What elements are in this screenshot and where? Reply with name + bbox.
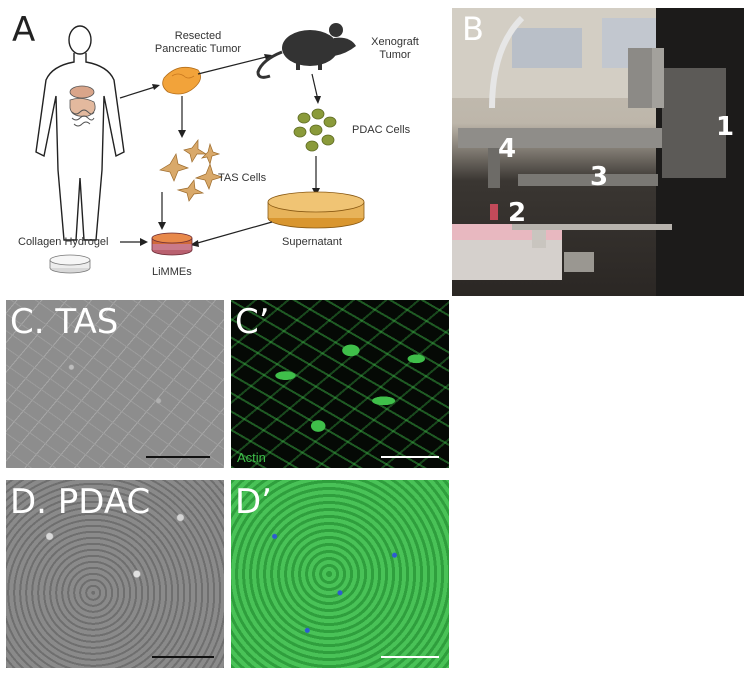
tas-cells-icon: [159, 138, 224, 202]
panel-d2-micrograph: D’: [231, 480, 449, 668]
panel-c2-label: C’: [235, 302, 270, 342]
pancreatic-tumor-icon: [162, 66, 201, 95]
label-pdac-cells: PDAC Cells: [352, 124, 411, 136]
scale-bar: [152, 656, 214, 658]
marker-1: 1: [716, 112, 735, 142]
panel-b-label: B: [462, 10, 484, 48]
panel-d-micrograph: D. PDAC: [6, 480, 224, 668]
panel-c-label: C. TAS: [10, 302, 119, 342]
panel-c-micrograph: C. TAS: [6, 300, 224, 468]
actin-stain-label: Actin: [237, 450, 266, 465]
marker-3: 3: [590, 162, 609, 192]
panel-d2-label: D’: [235, 482, 272, 522]
scale-bar: [381, 456, 439, 458]
collagen-hydrogel-icon: [49, 254, 91, 274]
panel-d-label: D. PDAC: [10, 482, 151, 522]
label-xenograft: Xenograft Tumor: [371, 36, 419, 61]
limmes-well-icon: [151, 232, 193, 256]
marker-2: 2: [508, 198, 527, 228]
panel-a: A: [0, 0, 440, 295]
organs-icon: [69, 85, 96, 127]
label-collagen: Collagen Hydrogel: [18, 236, 109, 248]
label-limmes: LiMMEs: [152, 266, 192, 278]
label-tas-cells: TAS Cells: [218, 172, 267, 184]
human-figure-icon: [35, 25, 125, 241]
panel-a-label: A: [12, 10, 36, 50]
mouse-icon: [256, 23, 356, 79]
apparatus-icon: [452, 8, 744, 296]
scale-bar: [146, 456, 210, 458]
panel-c2-micrograph: C’ Actin: [231, 300, 449, 468]
scale-bar: [381, 656, 439, 658]
pdac-cells-icon: [293, 108, 337, 152]
label-resected-tumor: Resected Pancreatic Tumor: [154, 30, 242, 55]
supernatant-dish-icon: [267, 191, 365, 229]
label-supernatant: Supernatant: [282, 236, 342, 248]
marker-4: 4: [498, 134, 517, 164]
panel-b-photo: B 1 2 3 4: [452, 8, 744, 296]
panel-a-diagram: [35, 23, 365, 274]
